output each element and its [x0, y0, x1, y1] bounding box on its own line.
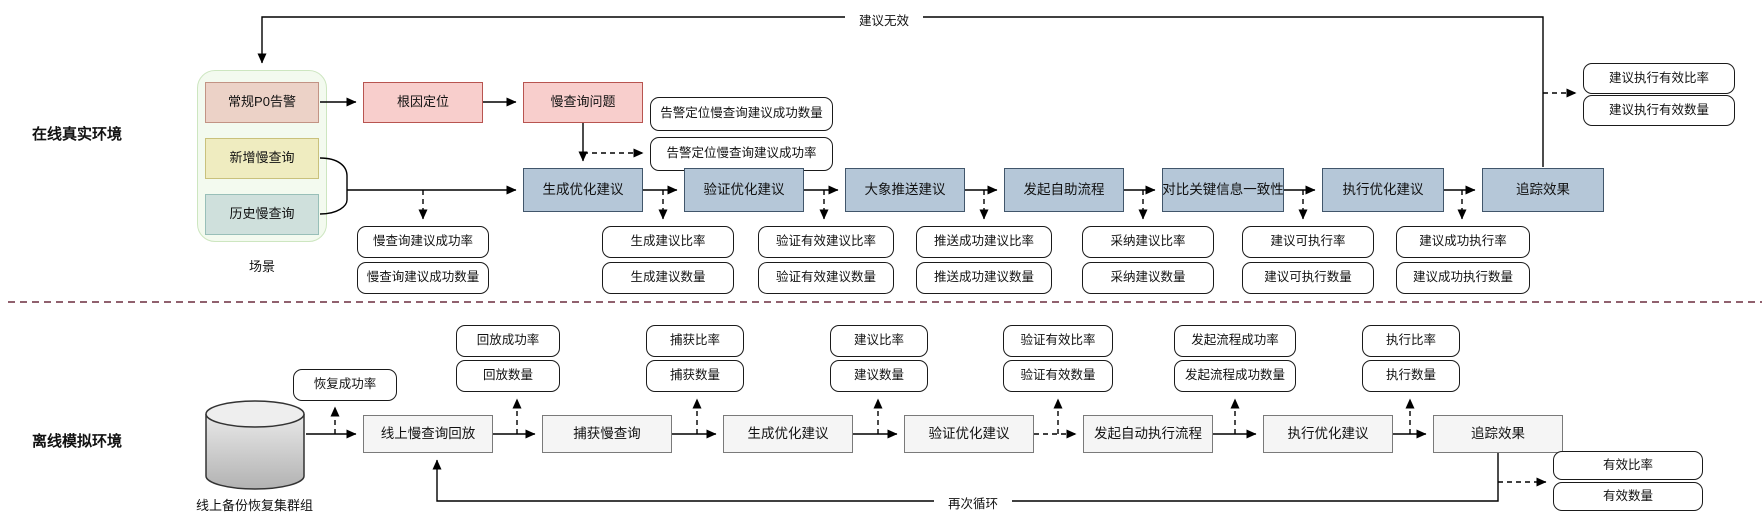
metric-exec-success-count: 建议成功执行数量	[1396, 262, 1530, 294]
metric-generate-count: 生成建议数量	[602, 262, 734, 294]
node-offline-execute-suggestion: 执行优化建议	[1263, 415, 1393, 453]
loop-again-label: 再次循环	[934, 493, 1012, 512]
metric-valid-rate: 有效比率	[1553, 451, 1703, 480]
node-regular-p0-alert: 常规P0告警	[205, 82, 319, 123]
node-online-compare-key-info: 对比关键信息一致性	[1162, 168, 1284, 212]
node-root-cause: 根因定位	[363, 82, 483, 123]
metric-valid-count: 有效数量	[1553, 482, 1703, 511]
metric-executable-rate: 建议可执行率	[1242, 226, 1374, 258]
metric-restore-success-rate: 恢复成功率	[293, 369, 397, 401]
metric-executable-count: 建议可执行数量	[1242, 262, 1374, 294]
node-online-verify-suggestion: 验证优化建议	[684, 168, 804, 212]
node-online-track-effect: 追踪效果	[1482, 168, 1604, 212]
node-online-push-suggestion: 大象推送建议	[845, 168, 965, 212]
offline-section-label: 离线模拟环境	[32, 433, 123, 450]
metric-exec-count: 执行数量	[1362, 360, 1460, 392]
feedback-invalid-label: 建议无效	[845, 10, 923, 29]
metric-capture-rate: 捕获比率	[646, 325, 744, 357]
metric-alert-suggest-success-count: 告警定位慢查询建议成功数量	[650, 97, 833, 131]
metric-start-flow-success-count: 发起流程成功数量	[1174, 360, 1296, 392]
metric-suggest-rate: 建议比率	[830, 325, 928, 357]
metric-replay-success-rate: 回放成功率	[456, 325, 560, 357]
metric-push-success-count: 推送成功建议数量	[916, 262, 1052, 294]
metric-push-success-rate: 推送成功建议比率	[916, 226, 1052, 258]
metric-capture-count: 捕获数量	[646, 360, 744, 392]
metric-slowquery-suggest-count: 慢查询建议成功数量	[357, 262, 489, 294]
node-offline-track-effect: 追踪效果	[1433, 415, 1563, 453]
metric-adopt-rate: 采纳建议比率	[1082, 226, 1214, 258]
node-new-slow-query: 新增慢查询	[205, 138, 319, 179]
node-offline-start-auto-exec-flow: 发起自动执行流程	[1083, 415, 1213, 453]
node-online-generate-suggestion: 生成优化建议	[523, 168, 643, 212]
metric-verify-valid-count: 验证有效建议数量	[758, 262, 894, 294]
node-online-start-selfservice-flow: 发起自助流程	[1004, 168, 1124, 212]
node-offline-verify-suggestion: 验证优化建议	[904, 415, 1034, 453]
metric-exec-rate: 执行比率	[1362, 325, 1460, 357]
metric-suggest-count: 建议数量	[830, 360, 928, 392]
metric-adopt-count: 采纳建议数量	[1082, 262, 1214, 294]
metric-slowquery-suggest-rate: 慢查询建议成功率	[357, 226, 489, 258]
node-slow-query-issue: 慢查询问题	[523, 82, 643, 123]
metric-alert-suggest-success-rate: 告警定位慢查询建议成功率	[650, 137, 833, 171]
node-offline-replay-slow-query: 线上慢查询回放	[363, 415, 493, 453]
metric-replay-count: 回放数量	[456, 360, 560, 392]
metric-verify-valid-rate: 验证有效建议比率	[758, 226, 894, 258]
node-online-execute-suggestion: 执行优化建议	[1322, 168, 1444, 212]
node-offline-generate-suggestion: 生成优化建议	[723, 415, 853, 453]
node-history-slow-query: 历史慢查询	[205, 194, 319, 235]
metric-generate-rate: 生成建议比率	[602, 226, 734, 258]
metric-exec-success-rate: 建议成功执行率	[1396, 226, 1530, 258]
database-cylinder-icon	[205, 400, 305, 490]
metric-suggest-exec-valid-count: 建议执行有效数量	[1583, 95, 1735, 126]
metric-offline-verify-valid-rate: 验证有效比率	[1003, 325, 1113, 357]
metric-start-flow-success-rate: 发起流程成功率	[1174, 325, 1296, 357]
metric-suggest-exec-valid-rate: 建议执行有效比率	[1583, 63, 1735, 94]
node-offline-capture-slow-query: 捕获慢查询	[542, 415, 672, 453]
metric-offline-verify-valid-count: 验证有效数量	[1003, 360, 1113, 392]
online-section-label: 在线真实环境	[32, 126, 123, 143]
scene-caption: 场景	[248, 259, 275, 274]
datasource-label: 线上备份恢复集群组	[195, 498, 313, 513]
